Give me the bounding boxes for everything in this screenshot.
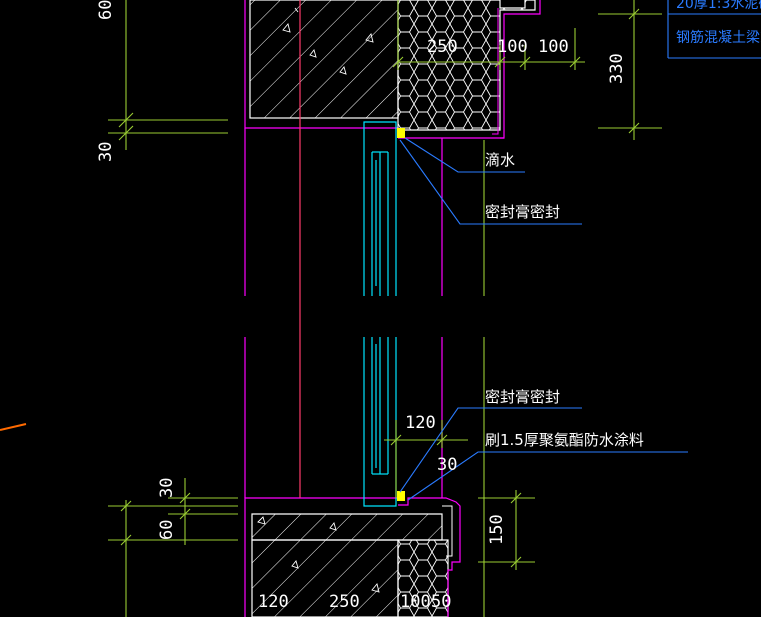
- label-waterproof: 刷1.5厚聚氨酯防水涂料: [485, 431, 644, 449]
- window-frame: [363, 121, 397, 507]
- annotation-texts: 滴水 密封膏密封 密封膏密封 刷1.5厚聚氨酯防水涂料 20厚1:3水泥砂浆 钢…: [485, 0, 761, 449]
- render-inner-lower: [442, 505, 453, 557]
- sealant-bottom: [397, 491, 405, 501]
- dim-top-100a: 100: [497, 37, 528, 57]
- dim-top-30: 30: [96, 142, 116, 162]
- sealant-top: [397, 128, 405, 138]
- dim-bot-60: 60: [157, 520, 177, 540]
- dim-bot-250: 250: [329, 592, 360, 612]
- dim-top-330: 330: [607, 53, 627, 84]
- concrete-block-upper: [249, 0, 399, 119]
- render-outline-upper: [500, 0, 541, 139]
- dim-top-60: 60: [96, 0, 116, 20]
- dim-bot-50: 50: [431, 592, 451, 612]
- sill-slab: [251, 513, 443, 541]
- concrete-aggregate-marks-lower: [257, 516, 380, 593]
- dim-top-250: 250: [427, 37, 458, 57]
- concrete-block-lower: [251, 539, 399, 617]
- concrete-aggregate-marks: [282, 7, 374, 75]
- render-inner-upper: [492, 8, 499, 135]
- orange-mark: [0, 423, 27, 431]
- dim-bot-30: 30: [157, 478, 177, 498]
- leader-lines: [399, 137, 688, 501]
- dim-bot-100: 100: [400, 592, 431, 612]
- dim-top-100b: 100: [538, 37, 569, 57]
- dimension-lines: [108, 0, 662, 617]
- label-sealant-bottom: 密封膏密封: [485, 388, 560, 406]
- upper-lintel: [244, 0, 541, 139]
- lower-sill: [244, 497, 461, 617]
- dim-mid-30: 30: [437, 455, 457, 475]
- label-top-note-1: 20厚1:3水泥砂浆: [676, 0, 761, 12]
- render-outline-lower: [398, 497, 461, 617]
- insulation-upper: [397, 0, 536, 131]
- dim-mid-120: 120: [405, 413, 436, 433]
- wall-lines: [244, 128, 443, 498]
- dimension-texts: 60 30 250 100 100 330 120 30 30 60 150 1…: [96, 0, 627, 612]
- label-drip: 滴水: [485, 151, 515, 169]
- dim-bot-120: 120: [258, 592, 289, 612]
- dim-bot-150: 150: [487, 514, 507, 545]
- label-top-note-2: 钢筋混凝土梁或承: [676, 29, 761, 46]
- label-sealant-top: 密封膏密封: [485, 203, 560, 221]
- top-note-box: [667, 0, 761, 59]
